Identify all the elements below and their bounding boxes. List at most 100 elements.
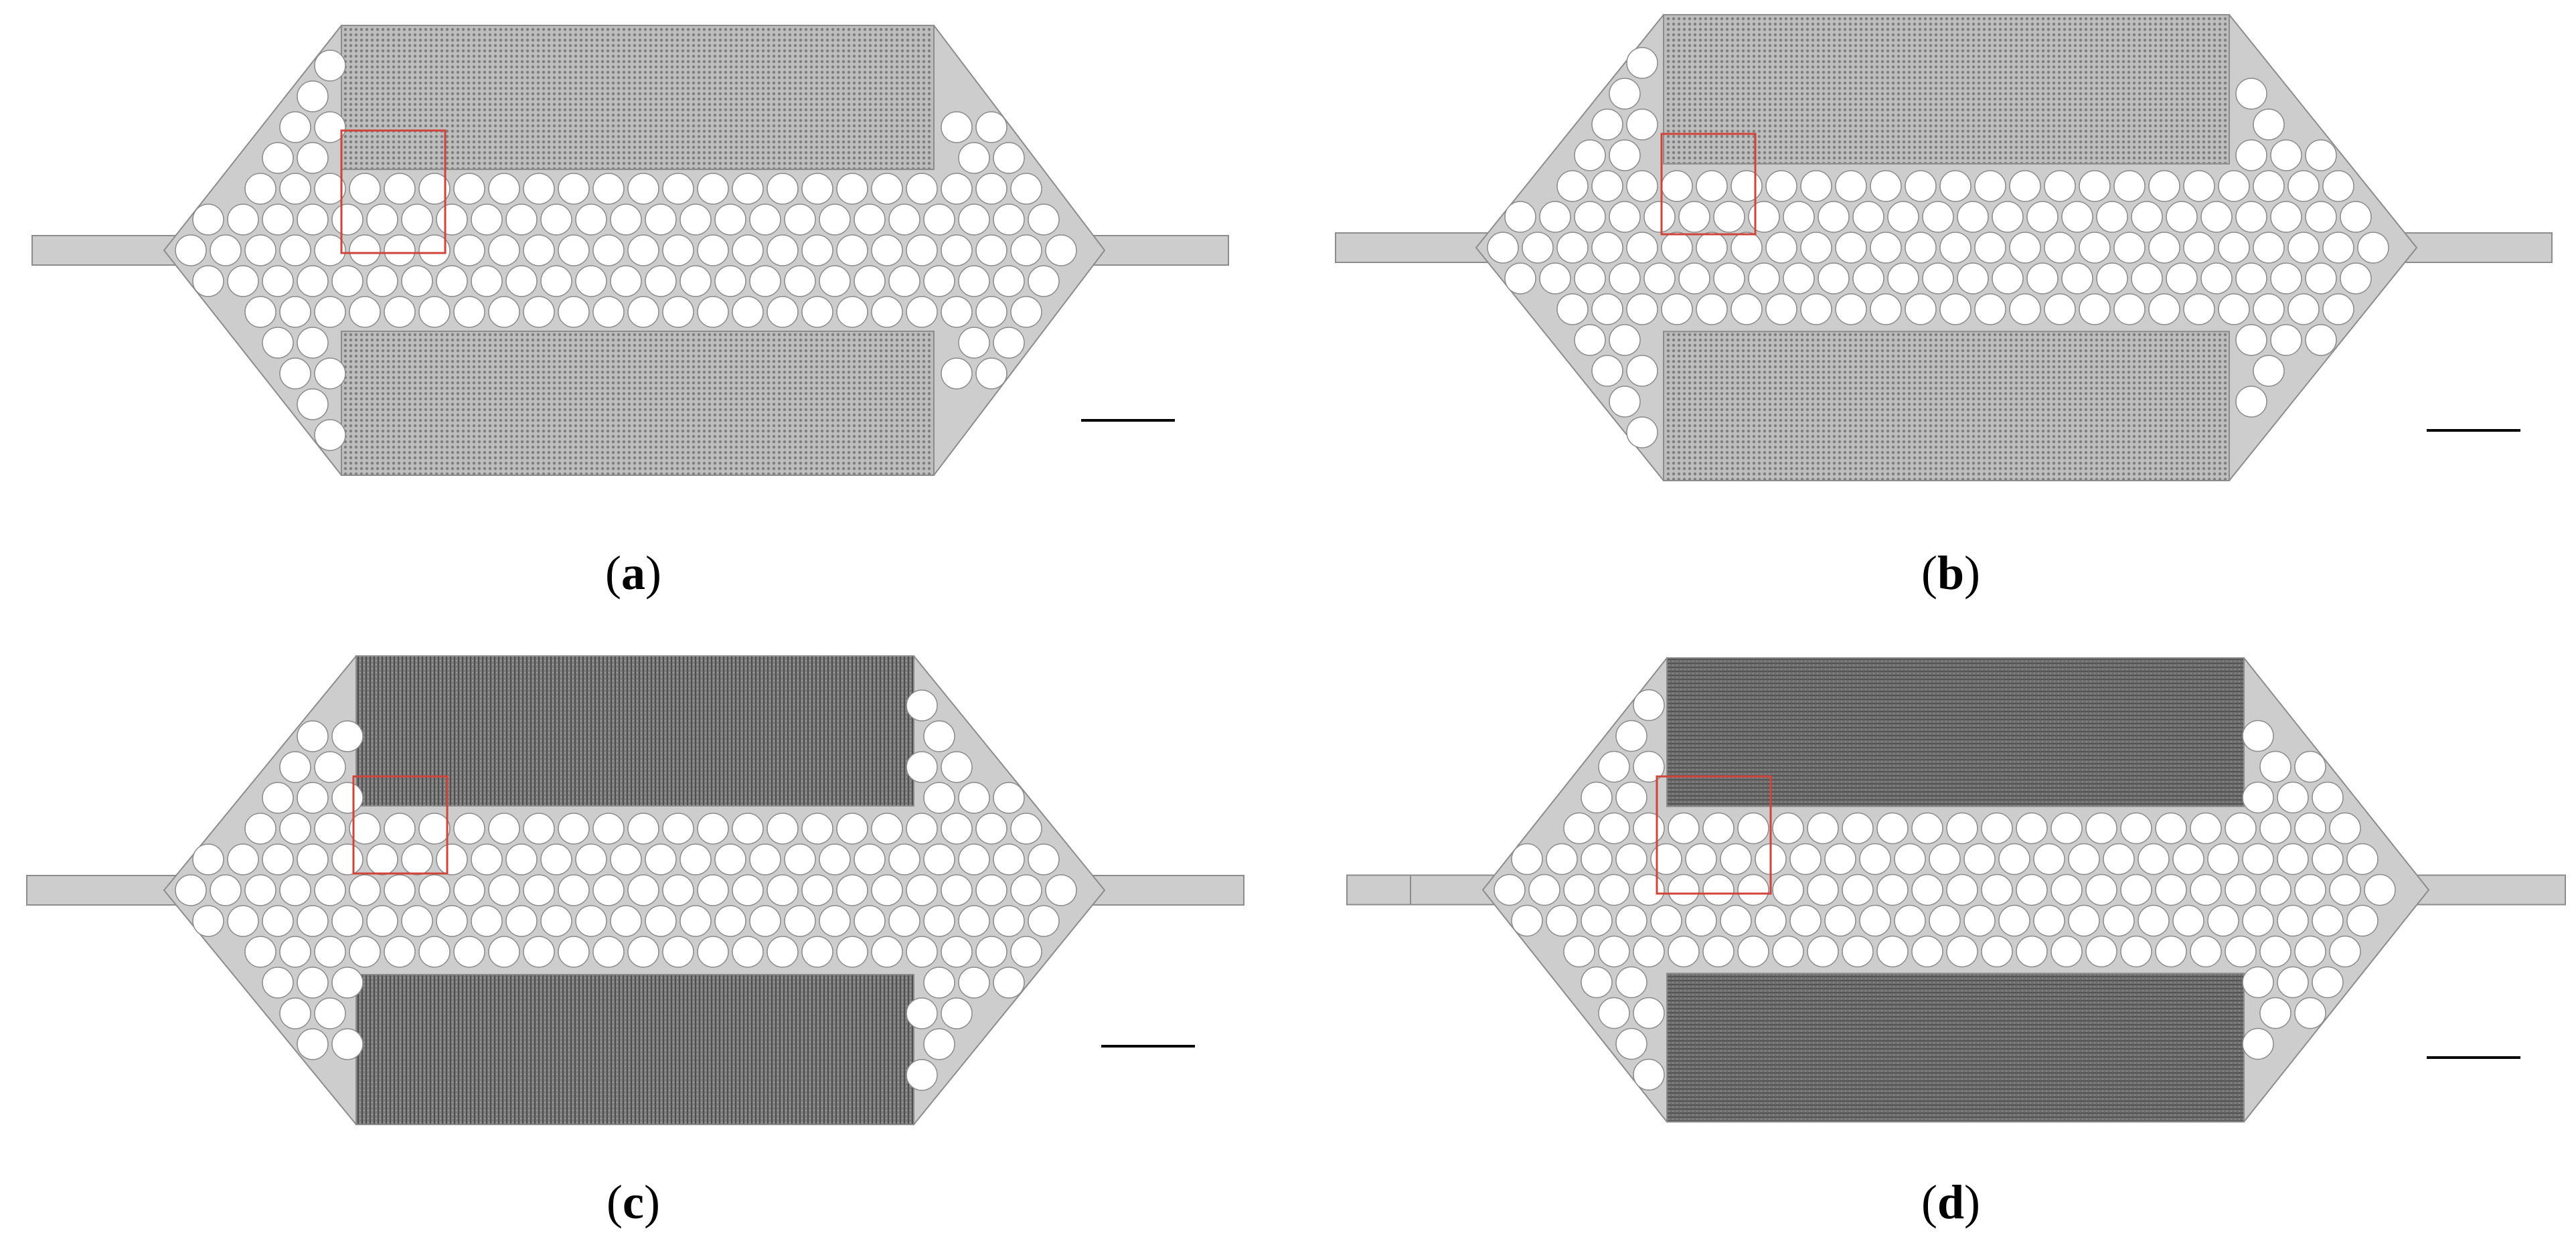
air-hole [2131, 262, 2163, 295]
air-hole [175, 874, 207, 906]
air-hole [1911, 935, 1943, 968]
air-hole [645, 265, 677, 297]
input-waveguide [31, 235, 178, 266]
air-hole [662, 173, 694, 205]
air-hole [975, 813, 1008, 845]
air-hole [1894, 843, 1926, 876]
air-hole [558, 813, 590, 845]
air-hole [2312, 904, 2344, 937]
air-hole [1591, 293, 1623, 325]
air-hole [314, 111, 346, 143]
air-hole [297, 80, 329, 112]
air-hole [2050, 935, 2083, 968]
air-hole [1574, 201, 1606, 233]
air-hole [941, 813, 973, 845]
air-hole [2270, 262, 2302, 295]
air-hole [540, 265, 572, 297]
air-hole [923, 843, 955, 876]
air-hole [2287, 170, 2320, 202]
air-hole [314, 234, 346, 266]
air-hole [1737, 873, 1769, 906]
air-hole [558, 936, 590, 968]
air-hole [1668, 873, 1700, 906]
air-hole [1574, 262, 1606, 295]
air-hole [1546, 843, 1578, 876]
air-hole [2166, 262, 2198, 295]
air-hole [436, 265, 468, 297]
air-hole [262, 782, 294, 814]
air-hole [1789, 904, 1822, 937]
air-hole [401, 203, 433, 236]
air-hole [2009, 170, 2041, 202]
panel-d-caption: (d) [1921, 1175, 1980, 1229]
air-hole [801, 813, 833, 845]
air-hole [2172, 843, 2204, 876]
air-hole [1010, 936, 1042, 968]
air-hole [2294, 812, 2326, 845]
air-hole [2270, 201, 2302, 233]
air-hole [2259, 750, 2291, 783]
air-hole [349, 234, 381, 266]
air-hole [1522, 232, 1554, 264]
air-hole [2259, 873, 2291, 906]
air-hole [575, 203, 607, 236]
air-hole [418, 936, 451, 968]
air-hole [2009, 232, 2041, 264]
air-hole [1824, 904, 1856, 937]
air-hole [2277, 781, 2309, 814]
air-hole [1696, 232, 1728, 264]
air-hole [923, 1028, 955, 1060]
air-hole [1563, 873, 1595, 906]
output-waveguide [2403, 232, 2553, 263]
air-hole [418, 874, 451, 906]
air-hole [645, 905, 677, 937]
air-hole [767, 874, 799, 906]
air-hole [1010, 874, 1042, 906]
air-hole [836, 936, 868, 968]
air-hole [1615, 781, 1647, 814]
air-hole [2200, 262, 2233, 295]
air-hole [1661, 293, 1693, 325]
air-hole [297, 720, 329, 752]
air-hole [888, 265, 920, 297]
air-hole [975, 173, 1008, 205]
air-hole [1818, 262, 1850, 295]
air-hole [2329, 812, 2361, 845]
air-hole [592, 234, 625, 266]
air-hole [2329, 873, 2361, 906]
air-hole [2190, 812, 2222, 845]
air-hole [297, 843, 329, 876]
air-hole [1511, 904, 1543, 937]
air-hole [453, 173, 485, 205]
air-hole [2061, 262, 2093, 295]
air-hole [1678, 201, 1710, 233]
air-hole [1957, 201, 1989, 233]
air-hole [2166, 201, 2198, 233]
air-hole [2225, 812, 2257, 845]
air-hole [1633, 689, 1665, 722]
air-hole [1609, 78, 1641, 110]
air-hole [1939, 293, 1971, 325]
air-hole [1609, 262, 1641, 295]
air-hole [941, 173, 973, 205]
air-hole [471, 203, 503, 236]
air-hole [505, 843, 538, 876]
air-hole [384, 936, 416, 968]
crystal-region-bottom [341, 330, 935, 476]
air-hole [1911, 873, 1943, 906]
air-hole [210, 874, 242, 906]
air-hole [1696, 293, 1728, 325]
air-hole [2235, 262, 2267, 295]
air-hole [871, 296, 903, 328]
air-hole [297, 1028, 329, 1060]
air-hole [888, 203, 920, 236]
air-hole [244, 234, 276, 266]
air-hole [2259, 997, 2291, 1029]
air-hole [227, 265, 259, 297]
air-hole [1998, 843, 2030, 876]
air-hole [1598, 997, 1630, 1029]
air-hole [488, 234, 520, 266]
air-hole [1028, 203, 1060, 236]
air-hole [2235, 201, 2267, 233]
air-hole [297, 905, 329, 937]
